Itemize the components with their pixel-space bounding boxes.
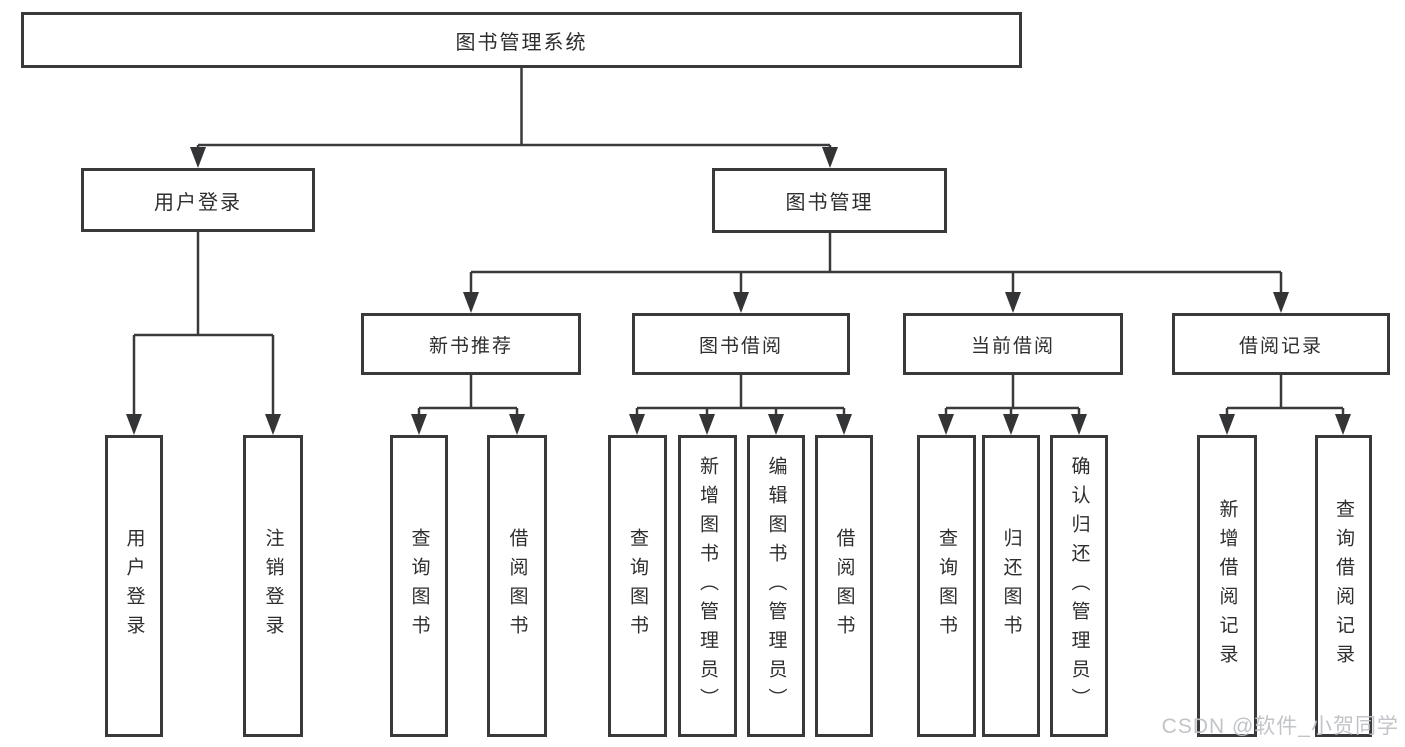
leaf-cb-return-books: 归还图书 — [982, 435, 1040, 737]
leaf-logout-label: 注销登录 — [262, 528, 284, 644]
leaf-logout: 注销登录 — [243, 435, 303, 737]
leaf-bb-borrow-books: 借阅图书 — [815, 435, 873, 737]
leaf-bb-add-books-admin-label: 新增图书（管理员） — [697, 455, 718, 717]
leaf-br-add-record: 新增借阅记录 — [1197, 435, 1257, 737]
leaf-bb-edit-books-admin: 编辑图书（管理员） — [747, 435, 805, 737]
leaf-nb-borrow-books: 借阅图书 — [487, 435, 547, 737]
leaf-cb-query-books-label: 查询图书 — [936, 528, 957, 644]
leaf-bb-query-books: 查询图书 — [608, 435, 667, 737]
leaf-cb-query-books: 查询图书 — [917, 435, 976, 737]
node-new-book-recommend: 新书推荐 — [361, 313, 581, 375]
arrowheads — [126, 147, 1351, 435]
node-current-borrowing: 当前借阅 — [903, 313, 1123, 375]
node-library-system: 图书管理系统 — [21, 12, 1022, 68]
leaf-bb-edit-books-admin-label: 编辑图书（管理员） — [765, 455, 787, 717]
leaf-bb-add-books-admin: 新增图书（管理员） — [678, 435, 737, 737]
leaf-br-query-record: 查询借阅记录 — [1315, 435, 1372, 737]
node-book-management: 图书管理 — [712, 168, 947, 233]
node-user-login: 用户登录 — [81, 168, 315, 232]
leaf-nb-query-books: 查询图书 — [390, 435, 448, 737]
node-borrowing-records: 借阅记录 — [1172, 313, 1390, 375]
leaf-nb-query-books-label: 查询图书 — [408, 528, 430, 644]
leaf-br-add-record-label: 新增借阅记录 — [1216, 499, 1238, 673]
leaf-bb-borrow-books-label: 借阅图书 — [833, 528, 855, 644]
leaf-bb-query-books-label: 查询图书 — [627, 528, 648, 644]
leaf-cb-confirm-return-admin: 确认归还（管理员） — [1050, 435, 1108, 737]
leaf-user-login: 用户登录 — [105, 435, 163, 737]
leaf-nb-borrow-books-label: 借阅图书 — [506, 528, 528, 644]
leaf-cb-return-books-label: 归还图书 — [1000, 528, 1022, 644]
leaf-br-query-record-label: 查询借阅记录 — [1333, 499, 1354, 673]
leaf-cb-confirm-return-admin-label: 确认归还（管理员） — [1068, 455, 1090, 717]
leaf-user-login-label: 用户登录 — [123, 528, 145, 644]
node-book-borrowing: 图书借阅 — [632, 313, 850, 375]
